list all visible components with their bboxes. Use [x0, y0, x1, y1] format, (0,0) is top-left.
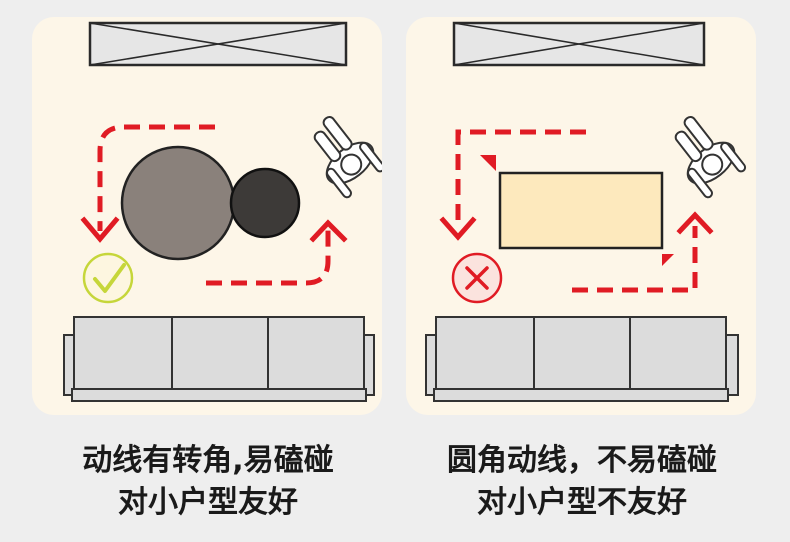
left-floorplan	[32, 17, 382, 415]
left-caption: 动线有转角,易磕碰 对小户型友好	[22, 440, 394, 524]
left-caption-line1: 动线有转角,易磕碰	[82, 443, 334, 478]
person-figure	[674, 115, 747, 199]
right-caption: 圆角动线，不易磕碰 对小户型不友好	[396, 440, 768, 524]
right-caption-line2: 对小户型不友好	[477, 485, 687, 520]
cross-icon	[451, 252, 503, 304]
sofa	[63, 316, 375, 402]
rectangular-table	[498, 171, 664, 250]
sofa	[425, 316, 739, 402]
walking-route	[97, 124, 331, 286]
left-caption-line2: 对小户型友好	[118, 485, 298, 520]
right-layout-panel	[406, 17, 756, 415]
corner-markers	[480, 155, 674, 266]
walking-route	[455, 129, 698, 293]
tv-cabinet	[452, 21, 706, 67]
right-caption-line1: 圆角动线，不易磕碰	[447, 443, 717, 478]
person-figure	[313, 115, 382, 199]
left-layout-panel	[32, 17, 382, 415]
route-arrowheads	[80, 216, 348, 243]
right-floorplan	[406, 17, 756, 415]
large-round-table	[120, 145, 236, 261]
tv-cabinet	[88, 21, 348, 67]
checkmark-icon	[82, 252, 134, 304]
route-arrowheads	[439, 211, 714, 241]
small-round-table	[229, 167, 301, 239]
